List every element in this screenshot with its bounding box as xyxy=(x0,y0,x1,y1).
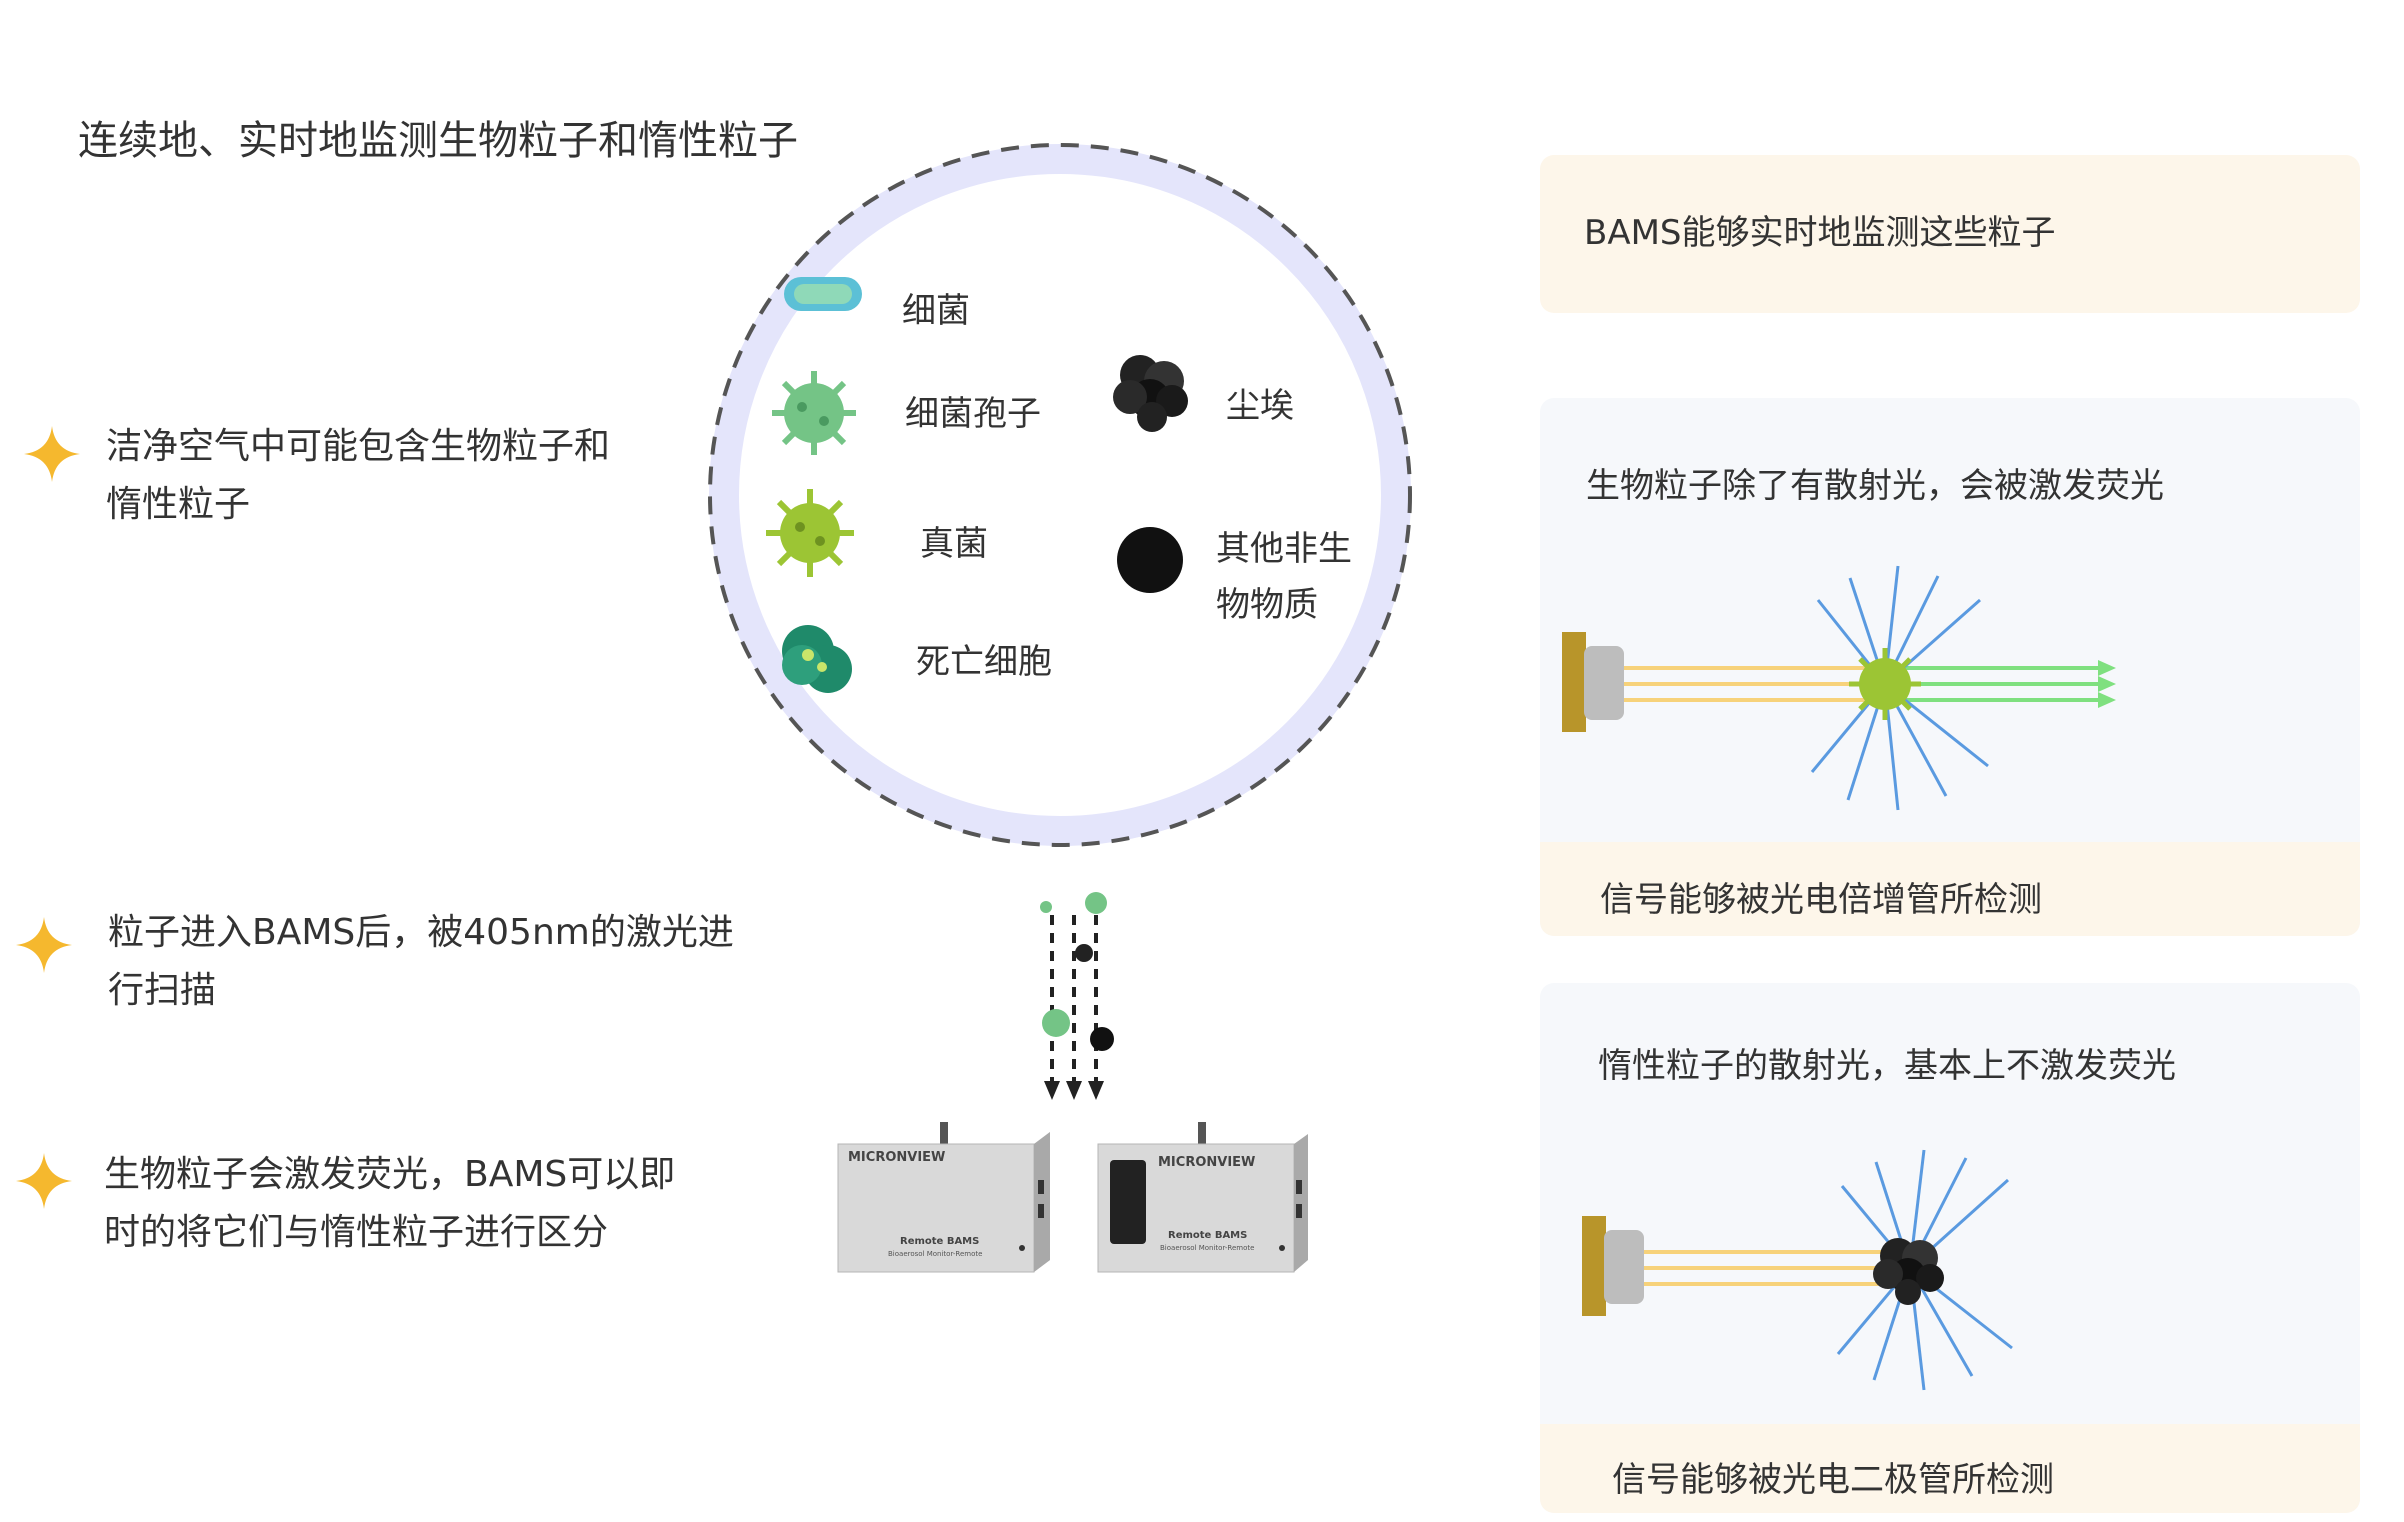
card-realtime-text: BAMS能够实时地监测这些粒子 xyxy=(1584,213,2056,253)
spore-icon xyxy=(1085,892,1107,914)
star-icon xyxy=(16,1153,72,1209)
bio-fluorescence-diagram xyxy=(1562,565,2116,811)
fungi-icon xyxy=(1849,648,1921,720)
bullet-3-line2: 时的将它们与惰性粒子进行区分 xyxy=(104,1212,609,1253)
bullet-1: 洁净空气中可能包含生物粒子和 惰性粒子 xyxy=(106,418,610,534)
panel-inert-footer xyxy=(1540,1424,2360,1513)
bullet-1-line1: 洁净空气中可能包含生物粒子和 xyxy=(106,426,611,467)
bullet-1-line2: 惰性粒子 xyxy=(106,484,251,525)
panel-inert-footer-text: 信号能够被光电二极管所检测 xyxy=(1612,1460,2054,1500)
dust-icon xyxy=(1873,1238,1944,1305)
bullet-3-line1: 生物粒子会激发荧光，BAMS可以即 xyxy=(104,1154,676,1195)
dust-icon xyxy=(1075,944,1093,962)
fungi-icon xyxy=(766,489,854,577)
label-other-line2: 物物质 xyxy=(1216,585,1318,625)
spore-icon xyxy=(772,371,856,455)
panel-bio-title: 生物粒子除了有散射光，会被激发荧光 xyxy=(1586,466,2164,506)
laser-emitter-icon xyxy=(1582,1216,1606,1316)
panel-bio-footer xyxy=(1540,842,2360,936)
bacteria-icon xyxy=(784,277,862,311)
particle-circle-diagram xyxy=(708,143,1412,847)
page-title: 连续地、实时地监测生物粒子和惰性粒子 xyxy=(78,118,798,164)
bullet-2-line2: 行扫描 xyxy=(108,970,217,1011)
spore-icon xyxy=(1040,901,1052,913)
bullet-2: 粒子进入BAMS后，被405nm的激光进 行扫描 xyxy=(108,904,734,1020)
panel-inert-title: 惰性粒子的散射光，基本上不激发荧光 xyxy=(1598,1046,2176,1086)
star-icon xyxy=(24,426,80,482)
particle-inlet-arrows xyxy=(1040,892,1114,1100)
bullet-3: 生物粒子会激发荧光，BAMS可以即 时的将它们与惰性粒子进行区分 xyxy=(104,1146,675,1262)
dead-cell-icon xyxy=(782,625,852,693)
device-1-brand: MICRONVIEW xyxy=(848,1150,946,1165)
device-2-model: Remote BAMS xyxy=(1168,1230,1248,1241)
bams-device-2 xyxy=(1097,1122,1308,1273)
bullet-2-line1: 粒子进入BAMS后，被405nm的激光进 xyxy=(108,912,734,953)
dust-icon xyxy=(1113,355,1188,432)
card-realtime xyxy=(1540,155,2360,313)
star-icon xyxy=(16,917,72,973)
label-fungi: 真菌 xyxy=(920,524,988,564)
spore-icon xyxy=(1042,1009,1070,1037)
label-dust: 尘埃 xyxy=(1226,386,1294,426)
bams-device-1 xyxy=(837,1122,1050,1273)
dust-icon xyxy=(1090,1027,1114,1051)
label-other: 其他非生 物物质 xyxy=(1216,521,1352,633)
inert-scatter-diagram xyxy=(1582,1149,2013,1391)
device-1-subtitle: Bioaerosol Monitor-Remote xyxy=(888,1250,983,1258)
laser-emitter-icon xyxy=(1562,632,1586,732)
label-bacteria: 细菌 xyxy=(902,291,970,331)
non-bio-sphere-icon xyxy=(1117,527,1183,593)
label-spore: 细菌孢子 xyxy=(905,394,1041,434)
panel-bio-footer-text: 信号能够被光电倍增管所检测 xyxy=(1600,880,2042,920)
device-1-model: Remote BAMS xyxy=(900,1236,980,1247)
device-2-brand: MICRONVIEW xyxy=(1158,1155,1256,1170)
label-other-line1: 其他非生 xyxy=(1216,529,1352,569)
device-2-subtitle: Bioaerosol Monitor-Remote xyxy=(1160,1244,1255,1252)
label-dead-cell: 死亡细胞 xyxy=(916,642,1052,682)
